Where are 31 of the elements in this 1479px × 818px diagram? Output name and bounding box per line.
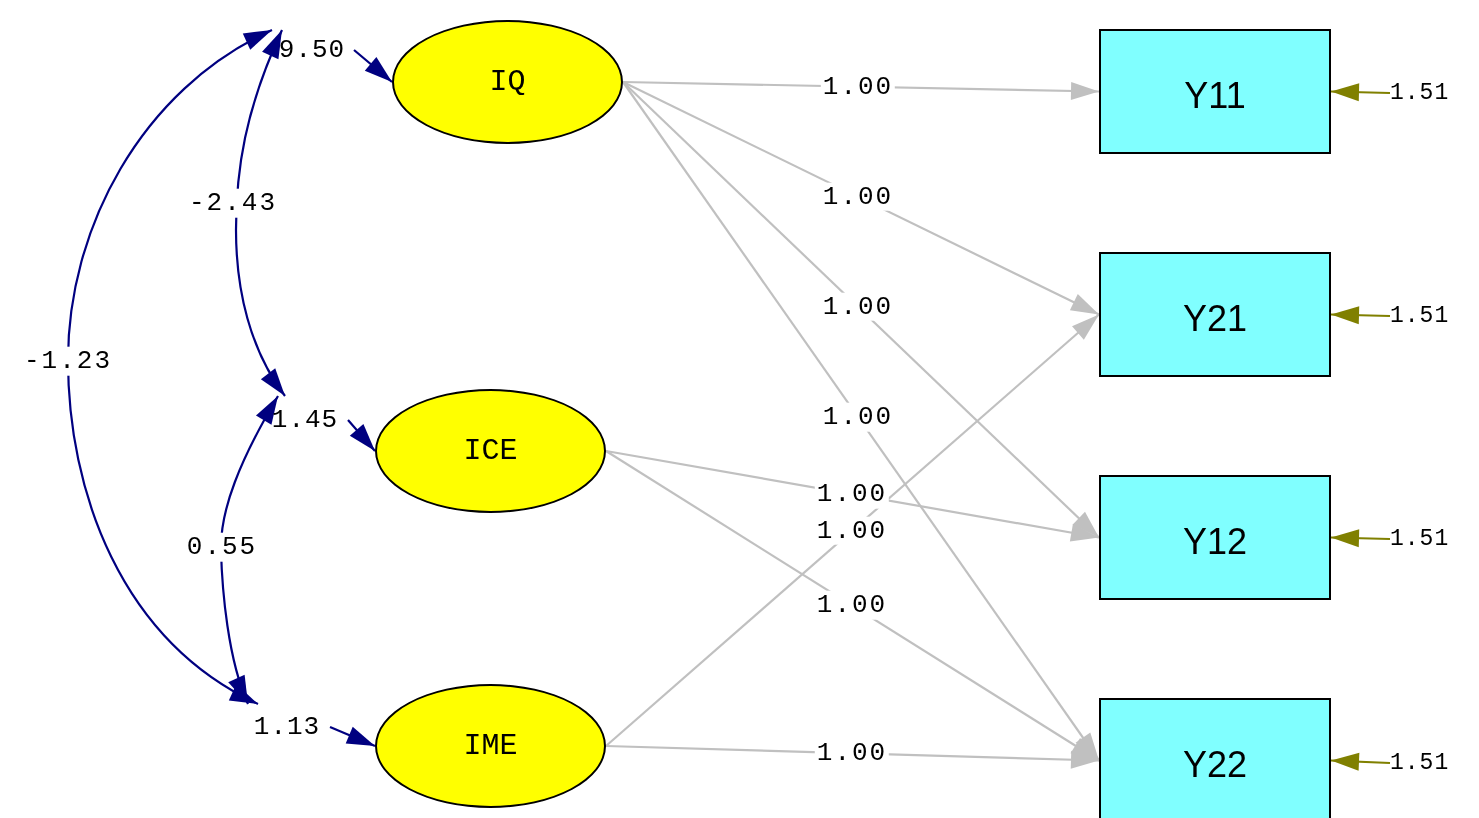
observed-variable-box — [1099, 698, 1331, 818]
path-arrow — [347, 419, 376, 452]
observed-variable-box — [1099, 29, 1331, 154]
variable-name: Y12 — [1182, 520, 1248, 563]
variable-name: IQ — [489, 65, 526, 99]
variance-value: 1.51 — [1390, 526, 1450, 552]
variable-name: Y21 — [1182, 297, 1248, 340]
variable-name: ICE — [463, 434, 518, 468]
variance-value: 1.51 — [1390, 303, 1450, 329]
observed-variable-box — [1099, 252, 1331, 377]
variable-name: Y22 — [1182, 743, 1248, 786]
covariance-arrow — [234, 29, 286, 397]
path-arrow — [1330, 83, 1391, 102]
variance-value: 1.45 — [271, 405, 339, 435]
path-arrow — [605, 450, 1100, 762]
covariance-arrow — [66, 29, 273, 705]
path-arrow — [622, 81, 1100, 762]
variance-value: 1.13 — [253, 712, 321, 742]
variance-value: 1.51 — [1390, 80, 1450, 106]
variable-name: IME — [463, 729, 518, 763]
variance-value: 9.50 — [278, 35, 346, 65]
path-arrow — [1330, 752, 1391, 771]
variable-name: Y11 — [1184, 74, 1246, 117]
observed-variable-box — [1099, 475, 1331, 600]
path-arrow — [1330, 529, 1391, 548]
path-arrow — [1330, 306, 1391, 325]
covariance-arrow — [219, 395, 279, 705]
path-arrow — [605, 313, 1100, 747]
path-arrow — [353, 49, 393, 83]
variance-value: 1.51 — [1390, 750, 1450, 776]
path-arrow — [329, 726, 376, 747]
